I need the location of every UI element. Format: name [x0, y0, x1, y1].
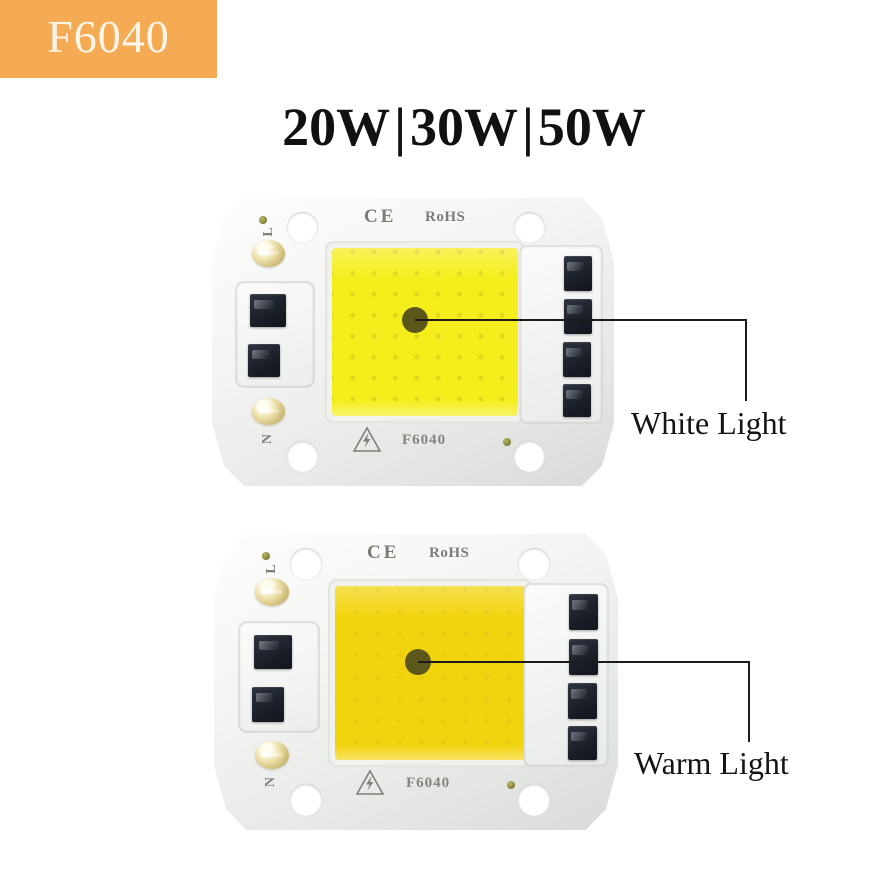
terminal-label-neutral: N — [263, 776, 278, 788]
wattage-50w: 50W — [537, 97, 646, 157]
wattage-options: 20W|30W|50W — [0, 96, 888, 158]
white-light-label: White Light — [631, 405, 787, 441]
model-badge-label: F6040 — [47, 11, 170, 62]
solder-pad-live — [255, 578, 289, 606]
high-voltage-warning-icon — [352, 426, 382, 452]
cob-emitter-surface — [332, 248, 518, 416]
rohs-mark-label: RoHS — [429, 545, 470, 561]
wattage-separator-1: | — [394, 97, 406, 157]
driver-ic-1 — [564, 256, 592, 291]
mounting-hole-bottom-left — [287, 441, 318, 472]
ce-mark-icon: CE — [367, 542, 400, 563]
mounting-hole-top-right — [518, 548, 550, 580]
cob-emitter-well — [325, 241, 525, 423]
cob-emitter-surface — [335, 586, 525, 760]
led-die-grid — [332, 248, 518, 416]
warm-light-label: Warm Light — [634, 745, 789, 781]
white-light-callout-line-horizontal — [415, 319, 747, 321]
terminal-contact-neutral — [252, 687, 284, 722]
solder-pad-live — [252, 240, 285, 267]
driver-ic-4 — [563, 384, 591, 417]
terminal-pocket — [239, 622, 319, 732]
terminal-pocket — [236, 282, 314, 387]
terminal-contact-live — [254, 635, 292, 669]
terminal-contact-neutral — [248, 344, 280, 377]
terminal-contact-live — [250, 294, 286, 327]
mounting-hole-top-right — [514, 212, 545, 243]
mounting-hole-bottom-right — [518, 784, 550, 816]
driver-ic-2 — [564, 299, 592, 334]
driver-component-bank — [524, 584, 608, 766]
warm-light-callout-line-vertical — [748, 661, 750, 742]
polarity-dot-bottom-right — [507, 781, 515, 789]
white-light-callout-line-vertical — [745, 319, 747, 401]
polarity-dot-bottom-right — [503, 438, 511, 446]
wattage-separator-2: | — [522, 97, 534, 157]
mounting-hole-bottom-right — [514, 441, 545, 472]
mounting-hole-top-left — [290, 548, 322, 580]
mounting-hole-top-left — [287, 212, 318, 243]
mounting-hole-bottom-left — [290, 784, 322, 816]
wattage-20w: 20W — [282, 97, 391, 157]
cob-sheen — [335, 586, 525, 760]
warm-light-callout-line-horizontal — [418, 661, 750, 663]
driver-ic-4 — [568, 726, 597, 760]
ce-mark-icon: CE — [364, 206, 397, 227]
white-light-chip: CE RoHS F6040 L N — [212, 198, 614, 486]
cob-sheen — [332, 248, 518, 416]
driver-component-bank — [520, 246, 602, 423]
solder-pad-neutral — [255, 741, 289, 769]
polarity-dot-top-left — [262, 552, 270, 560]
warm-light-chip: CE RoHS F6040 L N — [214, 534, 618, 830]
polarity-dot-top-left — [259, 216, 267, 224]
model-badge: F6040 — [0, 0, 217, 78]
wattage-30w: 30W — [410, 97, 518, 157]
terminal-label-live: L — [264, 564, 279, 574]
rohs-mark-label: RoHS — [425, 209, 466, 225]
chip-model-label: F6040 — [402, 432, 447, 448]
driver-ic-1 — [569, 594, 598, 630]
driver-ic-2 — [569, 639, 598, 675]
solder-pad-neutral — [252, 398, 285, 425]
driver-ic-3 — [563, 342, 591, 377]
high-voltage-warning-icon — [355, 769, 385, 795]
driver-ic-3 — [568, 683, 597, 719]
terminal-label-neutral: N — [260, 433, 275, 445]
chip-model-label: F6040 — [406, 775, 451, 791]
terminal-label-live: L — [261, 227, 276, 237]
cob-emitter-well — [328, 579, 532, 767]
led-die-grid — [335, 586, 525, 760]
